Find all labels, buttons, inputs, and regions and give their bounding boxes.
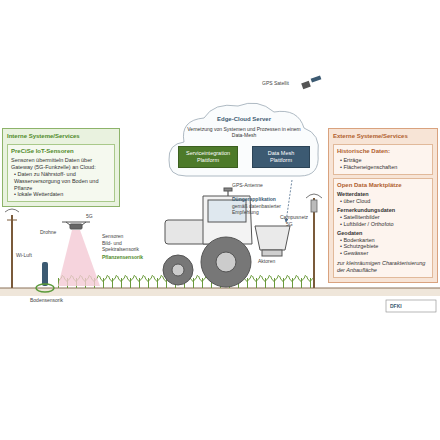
panel-box: Data Mesh Plattform [252, 146, 310, 168]
sensor-beam [58, 230, 100, 286]
label-text: Drohne [40, 229, 56, 235]
label-text: 5G [86, 213, 93, 219]
weather-pole [5, 209, 19, 288]
body-text: zur kleinräumigen Charakterisierung der … [337, 260, 429, 274]
label-text: Wi-Luft [16, 252, 32, 258]
label-text: Bild- und Spektralsensorik [102, 240, 157, 252]
body-text: • über Cloud [337, 198, 429, 205]
heading-text: Serviceintegration Plattform [182, 150, 234, 164]
drone [62, 222, 90, 229]
heading-text: Externe Systeme/Services [333, 133, 433, 141]
panel-box: PreCiSe IoT-SensorenSensoren übermitteln… [7, 144, 115, 203]
label-text: Pflanzensensorik [102, 254, 143, 260]
label-text: DFKI [390, 303, 402, 309]
body-text: Wetterdaten [337, 191, 429, 198]
tractor [163, 188, 290, 287]
body-text: • Schutzgebiete [337, 243, 429, 250]
body-text: • lokale Wetterdaten [11, 191, 111, 198]
logo-box [386, 300, 436, 312]
label-text: Aktoren [258, 258, 275, 264]
label-text: Campusnetz [280, 214, 308, 220]
heading-text: Open Data Marktplätze [337, 182, 429, 190]
body-text: Sensoren übermitteln Daten über Gateway … [11, 157, 111, 171]
panel-box: Externe Systeme/ServicesHistorische Date… [328, 128, 438, 283]
label-text: 5G [286, 221, 293, 227]
label-text: Bodensensorik [30, 297, 63, 303]
label-text: Düngerapplikation [232, 196, 276, 202]
body-text: Geodaten [337, 230, 429, 237]
gps-satellite [301, 75, 321, 89]
body-text: • Bodenkarten [337, 237, 429, 244]
panel-box: Interne Systeme/ServicesPreCiSe IoT-Sens… [2, 128, 120, 207]
body-text: • Erträge [337, 157, 429, 164]
body-text: • Daten zu Nährstoff- und Wasserversorgu… [11, 171, 111, 192]
panel-box: Historische Daten:• Erträge• Flächeneige… [333, 144, 433, 175]
heading-text: Historische Daten: [337, 148, 429, 156]
label-text: GPS-Antenne [232, 182, 263, 188]
body-text: Vernetzung von Systemen und Prozessen in… [166, 126, 322, 139]
panel-box: Serviceintegration Plattform [178, 146, 238, 168]
panel-box: Open Data MarktplätzeWetterdaten• über C… [333, 178, 433, 278]
body-text: Fernerkundungsdaten [337, 207, 429, 214]
label-text: Sensoren [102, 233, 123, 239]
body-text: • Satellitenbilder [337, 214, 429, 221]
label-text: GPS Satellit [262, 80, 289, 86]
body-text: • Luftbilder / Orthofoto [337, 221, 429, 228]
soil [0, 288, 440, 296]
label-text: gemäß datenbasierter Empfehlung [232, 203, 284, 215]
heading-text: Edge-Cloud Server [166, 116, 322, 124]
body-text: • Flächeneigenschaften [337, 164, 429, 171]
heading-text: Interne Systeme/Services [7, 133, 115, 141]
heading-text: PreCiSe IoT-Sensoren [11, 148, 111, 156]
5g-tower [306, 194, 322, 288]
body-text: • Gewässer [337, 250, 429, 257]
soil-sensor [36, 262, 54, 292]
cloud-node: Edge-Cloud ServerVernetzung von Systemen… [166, 98, 322, 180]
heading-text: Data Mesh Plattform [256, 150, 306, 164]
